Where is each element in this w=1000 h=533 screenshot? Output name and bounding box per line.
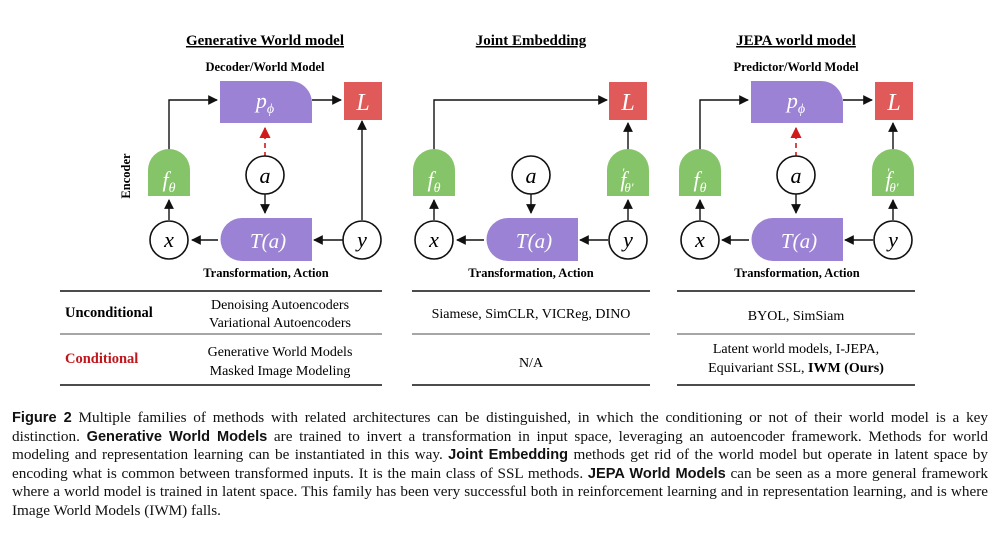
x-node: [149, 220, 189, 260]
svg-text:pϕ: pϕ: [254, 88, 274, 117]
loss-node: [344, 82, 382, 120]
transformation-node: [751, 218, 843, 261]
top-label: Predictor/World Model: [733, 60, 859, 74]
table-cell: BYOL, SimSiam: [748, 309, 845, 324]
svg-text:x: x: [163, 227, 174, 252]
panel-jepa: JEPA world model Predictor/World Model p…: [679, 33, 914, 280]
svg-text:f′θ′: f′θ′: [885, 165, 898, 195]
row-label-unconditional: Unconditional: [65, 305, 153, 321]
svg-text:a: a: [791, 163, 802, 188]
figure-diagram: Generative World model Decoder/World Mod…: [60, 33, 915, 386]
encoder-node: [679, 149, 721, 196]
x-node: [680, 220, 720, 260]
action-node: [511, 155, 551, 195]
encoder-node: [148, 149, 190, 196]
decoder-node: [220, 81, 312, 123]
transformation-node: [220, 218, 312, 261]
table-cell: Generative World Models: [208, 345, 353, 360]
panel-joint-embedding: Joint Embedding L fθ f′θ′ a T(a) x y Tra…: [413, 33, 649, 280]
svg-text:fθ: fθ: [162, 167, 175, 196]
panel-generative: Generative World model Decoder/World Mod…: [119, 33, 382, 280]
svg-text:fθ: fθ: [693, 167, 706, 196]
loss-node: [609, 82, 647, 120]
y-node: [873, 220, 913, 260]
svg-text:T(a): T(a): [250, 229, 286, 253]
loss-node: [875, 82, 913, 120]
panel-title: Joint Embedding: [476, 33, 587, 49]
svg-text:y: y: [355, 227, 367, 252]
target-encoder-node: [872, 149, 914, 196]
panel-title: Generative World model: [186, 33, 344, 49]
bottom-label: Transformation, Action: [734, 266, 860, 280]
svg-text:a: a: [260, 163, 271, 188]
svg-text:L: L: [886, 90, 900, 116]
svg-text:L: L: [620, 90, 634, 116]
svg-text:fθ: fθ: [427, 167, 440, 196]
predictor-node: [751, 81, 843, 123]
table-cell: Variational Autoencoders: [209, 316, 351, 331]
top-label: Decoder/World Model: [205, 60, 325, 74]
figure-caption: Figure 2 Multiple families of methods wi…: [12, 409, 988, 519]
x-node: [414, 220, 454, 260]
bottom-label: Transformation, Action: [203, 266, 329, 280]
y-node: [342, 220, 382, 260]
table-cell: N/A: [519, 356, 544, 371]
svg-text:x: x: [694, 227, 705, 252]
bottom-label: Transformation, Action: [468, 266, 594, 280]
comparison-table: Unconditional Conditional Denoising Auto…: [60, 290, 915, 386]
target-encoder-node: [607, 149, 649, 196]
svg-text:y: y: [621, 227, 633, 252]
svg-text:f′θ′: f′θ′: [620, 165, 633, 195]
y-node: [608, 220, 648, 260]
svg-text:T(a): T(a): [516, 229, 552, 253]
encoder-node: [413, 149, 455, 196]
svg-text:y: y: [886, 227, 898, 252]
svg-text:pϕ: pϕ: [785, 88, 805, 117]
transformation-node: [486, 218, 578, 261]
table-cell: Equivariant SSL, IWM (Ours): [708, 361, 884, 376]
panel-title: JEPA world model: [736, 33, 856, 49]
action-node: [245, 155, 285, 195]
table-cell: Masked Image Modeling: [210, 364, 351, 379]
action-node: [776, 155, 816, 195]
table-cell: Latent world models, I-JEPA,: [713, 342, 879, 357]
caption-label: Figure 2: [12, 410, 72, 426]
table-cell: Denoising Autoencoders: [211, 298, 349, 313]
row-label-conditional: Conditional: [65, 351, 138, 367]
svg-text:x: x: [428, 227, 439, 252]
svg-text:T(a): T(a): [781, 229, 817, 253]
side-label: Encoder: [119, 153, 133, 199]
svg-text:L: L: [355, 90, 369, 116]
table-cell: Siamese, SimCLR, VICReg, DINO: [432, 307, 631, 322]
svg-text:a: a: [526, 163, 537, 188]
